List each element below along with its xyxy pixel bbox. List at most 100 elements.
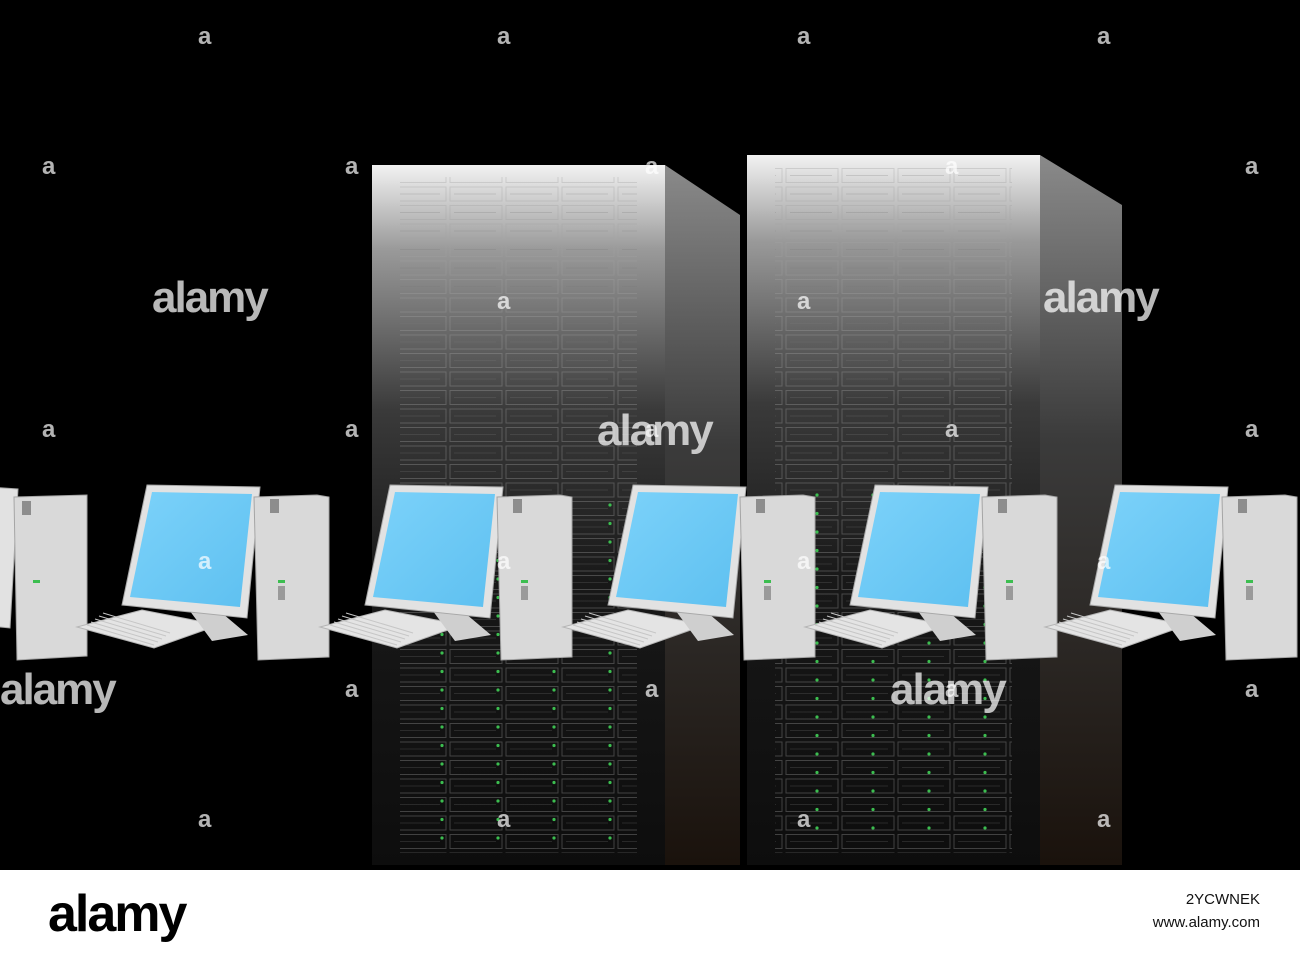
tower-drive-slot bbox=[998, 499, 1007, 513]
watermark-mark: a bbox=[42, 153, 56, 180]
status-led bbox=[496, 836, 500, 840]
status-led bbox=[440, 836, 444, 840]
status-led bbox=[608, 651, 612, 655]
tower-ports bbox=[1246, 586, 1253, 600]
status-led bbox=[815, 752, 819, 756]
keyboard-keys bbox=[102, 612, 171, 634]
status-led bbox=[496, 725, 500, 729]
keyboard-keys bbox=[98, 615, 167, 637]
status-led bbox=[496, 799, 500, 803]
keyboard-keys bbox=[588, 612, 657, 634]
monitor-screen bbox=[858, 492, 980, 607]
watermark-mark: a bbox=[198, 548, 212, 575]
status-led bbox=[815, 530, 819, 534]
watermark-mark: a bbox=[1245, 153, 1259, 180]
watermark-mark: a bbox=[198, 23, 212, 50]
watermark-mark: a bbox=[1097, 548, 1111, 575]
watermark-mark: a bbox=[1245, 416, 1259, 443]
status-led bbox=[552, 836, 556, 840]
status-led bbox=[815, 567, 819, 571]
monitor-screen bbox=[616, 492, 738, 607]
status-led bbox=[496, 688, 500, 692]
keyboard-keys bbox=[826, 615, 895, 637]
status-led bbox=[983, 715, 987, 719]
status-led bbox=[815, 511, 819, 516]
pc-tower bbox=[981, 494, 1058, 661]
status-led bbox=[440, 780, 444, 785]
status-led bbox=[983, 770, 987, 775]
status-led bbox=[815, 770, 819, 775]
status-led bbox=[608, 521, 612, 526]
workstation bbox=[318, 484, 573, 661]
keyboard-keys bbox=[1066, 615, 1135, 637]
status-led bbox=[496, 595, 500, 600]
status-led bbox=[927, 789, 931, 793]
status-led bbox=[552, 706, 556, 711]
power-led bbox=[764, 580, 771, 583]
watermark-mark: a bbox=[198, 806, 212, 833]
status-led bbox=[871, 733, 875, 738]
status-led bbox=[927, 715, 931, 719]
keyboard-keys bbox=[1070, 612, 1139, 634]
status-led bbox=[983, 752, 987, 756]
status-led bbox=[927, 770, 931, 775]
watermark-mark: a bbox=[797, 23, 811, 50]
watermark-mark: a bbox=[497, 548, 511, 575]
power-led bbox=[278, 580, 285, 583]
status-led bbox=[815, 641, 819, 645]
status-led bbox=[440, 817, 444, 822]
keyboard-keys bbox=[94, 618, 163, 640]
tower-drive-slot bbox=[513, 499, 522, 513]
keyboard-keys bbox=[333, 621, 402, 643]
keyboard-keys bbox=[580, 618, 649, 640]
monitor-screen bbox=[1098, 492, 1220, 607]
status-led bbox=[440, 651, 444, 655]
tower-drive-slot bbox=[756, 499, 765, 513]
pc-tower bbox=[496, 494, 573, 661]
power-led bbox=[33, 580, 40, 583]
status-led bbox=[496, 651, 500, 655]
footer-image-info: 2YCWNEK www.alamy.com bbox=[1153, 888, 1260, 934]
status-led bbox=[496, 817, 500, 822]
workstations bbox=[0, 484, 1298, 661]
status-led bbox=[815, 789, 819, 793]
watermark-mark: a bbox=[1097, 806, 1111, 833]
pc-tower bbox=[1221, 494, 1298, 661]
tower-ports bbox=[764, 586, 771, 600]
status-led bbox=[871, 696, 875, 701]
status-led bbox=[815, 807, 819, 812]
watermark-mark: a bbox=[497, 288, 511, 315]
tower-ports bbox=[278, 586, 285, 600]
status-led bbox=[608, 503, 612, 507]
rack-side-panel bbox=[1040, 155, 1122, 865]
status-led bbox=[440, 669, 444, 674]
status-led bbox=[927, 659, 931, 664]
workstation bbox=[803, 484, 1058, 661]
keyboard-keys bbox=[1062, 618, 1131, 640]
keyboard-keys bbox=[818, 621, 887, 643]
watermark-mark: a bbox=[945, 676, 959, 703]
monitor-screen bbox=[373, 492, 495, 607]
status-led bbox=[496, 780, 500, 785]
illustration bbox=[0, 155, 1298, 865]
footer-bar: alamy 2YCWNEK www.alamy.com bbox=[0, 870, 1300, 954]
status-led bbox=[871, 789, 875, 793]
status-led bbox=[496, 743, 500, 748]
tower-drive-slot bbox=[270, 499, 279, 513]
status-led bbox=[983, 678, 987, 682]
watermark-text: alamy bbox=[152, 273, 269, 322]
status-led bbox=[440, 632, 444, 637]
status-led bbox=[927, 752, 931, 756]
status-led bbox=[871, 807, 875, 812]
status-led bbox=[871, 752, 875, 756]
watermark-text: alamy bbox=[597, 406, 714, 455]
status-led bbox=[440, 762, 444, 766]
status-led bbox=[815, 715, 819, 719]
status-led bbox=[608, 669, 612, 674]
status-led bbox=[440, 725, 444, 729]
keyboard-keys bbox=[341, 615, 410, 637]
status-led bbox=[983, 826, 987, 830]
workstation bbox=[75, 484, 330, 661]
footer-site: www.alamy.com bbox=[1152, 914, 1260, 931]
